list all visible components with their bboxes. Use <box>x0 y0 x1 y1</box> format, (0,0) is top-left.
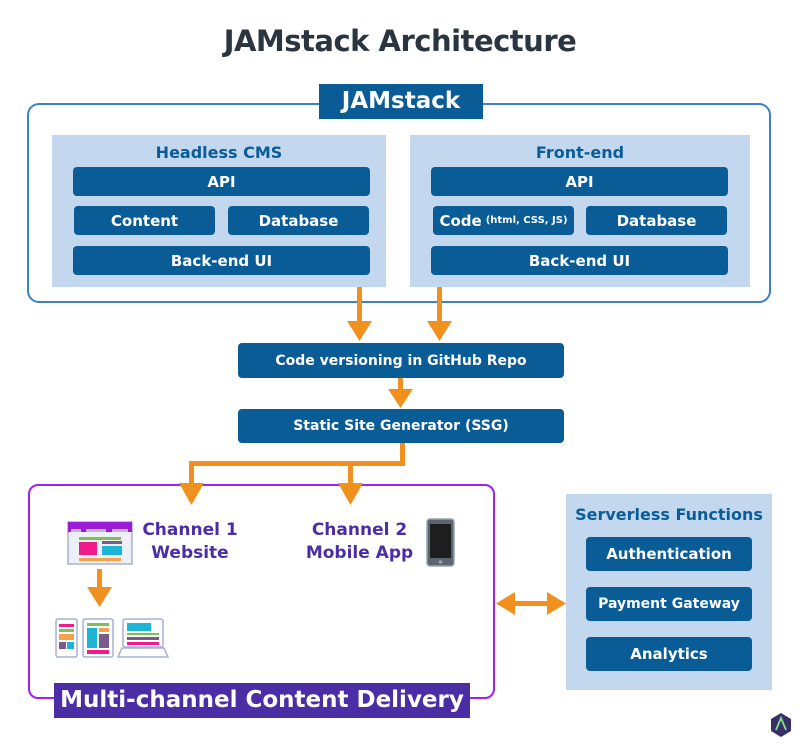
channel-2-subtitle: Mobile App <box>305 543 414 563</box>
frontend-title: Front-end <box>535 143 625 162</box>
cms-backend-ui-block: Back-end UI <box>73 246 370 275</box>
arrow-github-to-ssg <box>388 378 413 408</box>
channel-2-label: Channel 2 Mobile App <box>302 519 417 565</box>
ssg-block: Static Site Generator (SSG) <box>238 409 564 443</box>
channel-1-title: Channel 1 <box>142 520 238 540</box>
jamstack-label: JAMstack <box>319 84 483 119</box>
mobile-phone-icon <box>426 518 455 567</box>
code-note: (html, CSS, JS) <box>485 215 568 226</box>
frontend-api-block: API <box>431 167 728 196</box>
logo-icon <box>771 713 791 737</box>
frontend-backend-ui-block: Back-end UI <box>431 246 728 275</box>
arrow-ssg-to-channels <box>179 443 405 505</box>
serverless-analytics: Analytics <box>586 637 752 671</box>
website-icon <box>67 521 133 565</box>
serverless-payment-gateway: Payment Gateway <box>586 587 752 621</box>
channel-1-label: Channel 1 Website <box>140 519 240 565</box>
bidirectional-arrow <box>496 592 566 615</box>
cms-api-block: API <box>73 167 370 196</box>
frontend-database-block: Database <box>586 206 727 235</box>
channel-1-subtitle: Website <box>151 543 229 563</box>
arrow-website-to-devices <box>87 569 112 607</box>
arrow-cms-to-github <box>347 287 372 341</box>
headless-cms-title: Headless CMS <box>155 143 283 162</box>
github-repo-block: Code versioning in GitHub Repo <box>238 343 564 378</box>
serverless-title: Serverless Functions <box>575 505 763 524</box>
arrow-frontend-to-github <box>427 287 452 341</box>
devices-icon <box>55 618 170 658</box>
code-label: Code <box>439 211 482 230</box>
channel-2-title: Channel 2 <box>311 520 408 540</box>
frontend-code-block: Code (html, CSS, JS) <box>433 206 574 235</box>
cms-database-block: Database <box>228 206 369 235</box>
page-title: JAMstack Architecture <box>223 24 577 58</box>
delivery-label: Multi-channel Content Delivery <box>54 683 470 718</box>
serverless-authentication: Authentication <box>586 537 752 571</box>
cms-content-block: Content <box>74 206 215 235</box>
